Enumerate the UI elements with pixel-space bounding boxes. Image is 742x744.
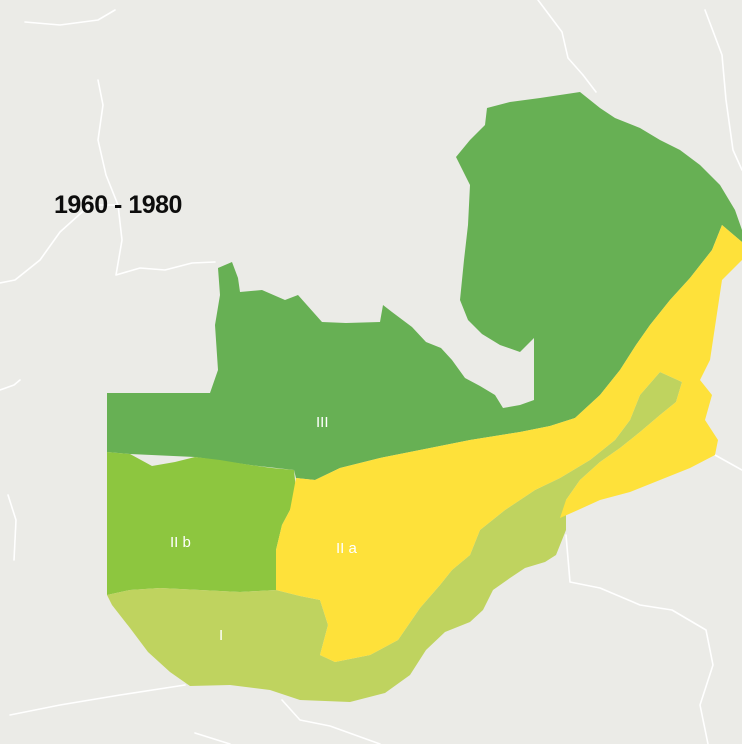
border-line	[194, 732, 231, 744]
zone-i-label: I	[219, 627, 223, 644]
border-line	[537, 0, 597, 93]
border-line	[0, 379, 21, 391]
zone-labels: III II b II a I	[170, 414, 358, 644]
zone-iib-area[interactable]	[107, 452, 296, 595]
border-line	[97, 79, 216, 276]
zone-iia-label: II a	[336, 540, 358, 557]
border-line	[704, 9, 742, 171]
border-line	[7, 494, 17, 561]
zone-iia-area[interactable]	[276, 225, 742, 662]
zone-iii-label: III	[316, 414, 329, 431]
zone-iii-area[interactable]	[107, 92, 742, 480]
zones	[107, 92, 742, 702]
border-line	[714, 454, 742, 471]
border-line	[281, 699, 381, 744]
border-line	[565, 534, 714, 744]
period-title: 1960 - 1980	[54, 191, 182, 219]
border-line	[0, 204, 119, 284]
border-line	[24, 9, 116, 26]
zone-i-area[interactable]	[107, 372, 682, 702]
zone-iib-label: II b	[170, 534, 191, 551]
border-line	[9, 684, 186, 716]
